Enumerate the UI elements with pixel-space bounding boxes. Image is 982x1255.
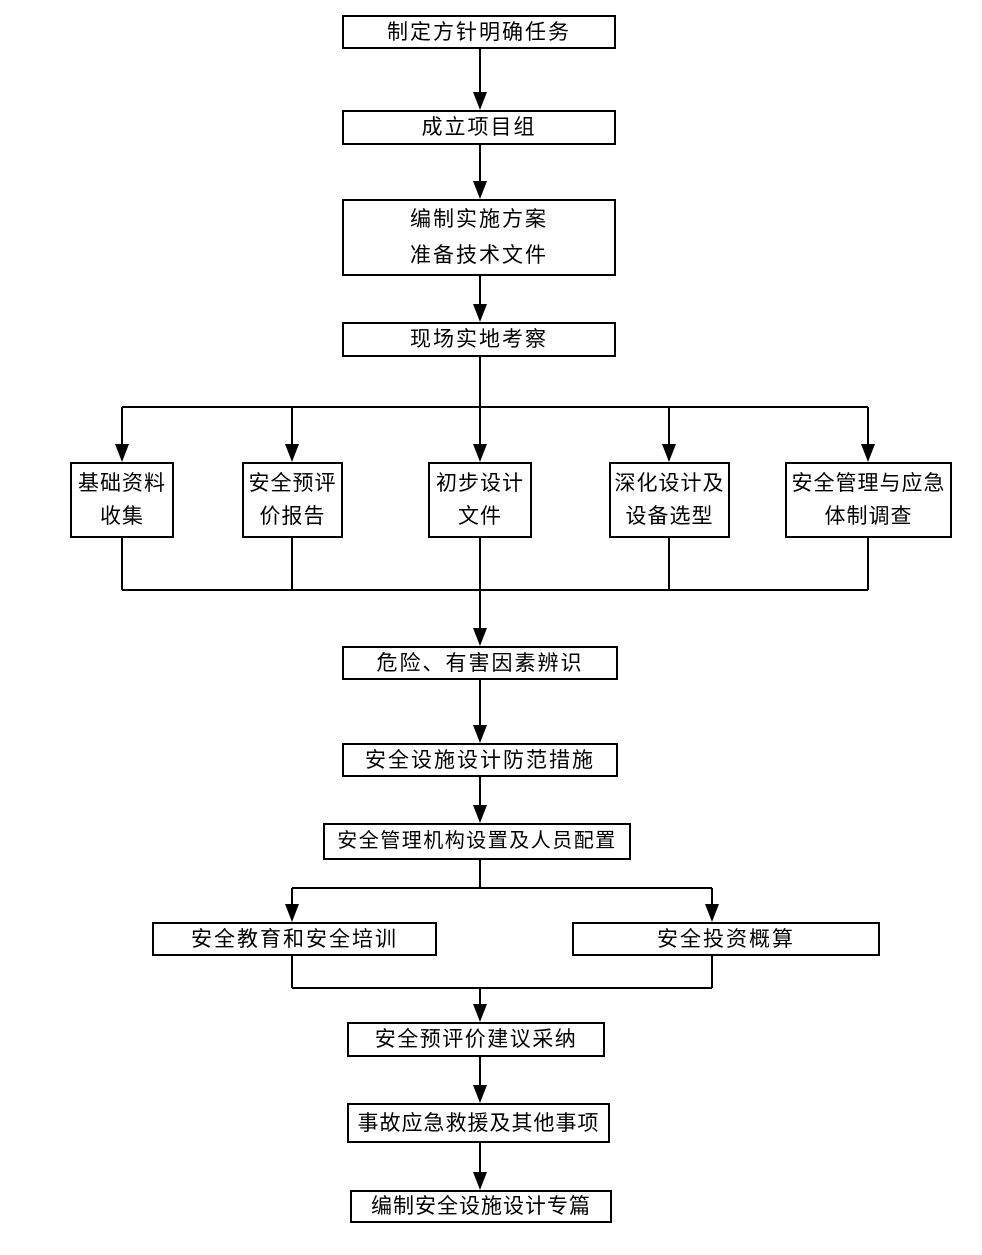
flow-node-preliminary-design-documents: 初步设计 文件: [428, 462, 532, 538]
node-label: 深化设计及: [614, 471, 725, 496]
arrow-n10-n11: [473, 680, 487, 743]
node-label: 体制调查: [824, 504, 913, 528]
arrow-n2-n3: [473, 145, 487, 199]
flow-node-site-investigation: 现场实地考察: [342, 322, 616, 357]
flow-node-prepare-plan-and-documents: 编制实施方案 准备技术文件: [342, 199, 616, 276]
node-label: 初步设计: [436, 471, 524, 496]
arrow-n3-n4: [473, 276, 487, 322]
arrow-split-n5: [115, 407, 129, 462]
flow-node-safety-pre-evaluation-report: 安全预评 价报告: [242, 462, 343, 538]
merge-bar-bottom: [291, 956, 713, 989]
merge-bar-mid: [121, 538, 869, 591]
flow-node-hazard-factor-identification: 危险、有害因素辨识: [342, 646, 618, 680]
arrow-split-n13: [285, 888, 299, 922]
node-label: 编制实施方案: [410, 206, 548, 231]
node-label: 准备技术文件: [410, 242, 548, 267]
arrow-n16-n17: [473, 1143, 487, 1190]
node-label: 安全教育和安全培训: [191, 926, 398, 951]
arrow-split-n8: [662, 407, 676, 462]
node-label: 成立项目组: [421, 115, 537, 140]
flow-node-basic-data-collection: 基础资料 收集: [70, 462, 174, 538]
node-label: 现场实地考察: [410, 327, 548, 352]
arrow-n11-n12: [473, 777, 487, 823]
node-label: 文件: [458, 504, 502, 528]
node-label: 事故应急救援及其他事项: [357, 1110, 600, 1135]
arrow-merge-n15: [473, 988, 487, 1022]
node-label: 编制安全设施设计专篇: [371, 1194, 591, 1219]
flow-node-establish-project-team: 成立项目组: [342, 110, 616, 145]
arrow-n1-n2: [473, 49, 487, 110]
flow-node-safety-education-training: 安全教育和安全培训: [152, 922, 437, 956]
arrow-split-n14: [705, 888, 719, 922]
flow-node-accident-emergency-rescue-other-matters: 事故应急救援及其他事项: [347, 1103, 610, 1143]
node-label: 安全管理机构设置及人员配置: [337, 830, 617, 852]
flow-node-safety-investment-estimate: 安全投资概算: [572, 922, 880, 956]
node-label: 安全管理与应急: [791, 471, 946, 496]
node-label: 安全预评价建议采纳: [374, 1027, 578, 1052]
flow-node-compile-safety-facility-design-special-chapter: 编制安全设施设计专篇: [350, 1190, 612, 1223]
arrow-split-n7: [473, 407, 487, 462]
flow-node-define-policy-tasks: 制定方针明确任务: [342, 15, 616, 49]
node-label: 制定方针明确任务: [387, 19, 571, 44]
node-label: 收集: [100, 504, 144, 528]
node-label: 安全预评: [248, 471, 337, 496]
arrow-n15-n16: [473, 1057, 487, 1103]
arrow-split-n9: [861, 407, 875, 462]
flow-node-pre-evaluation-suggestions-adopted: 安全预评价建议采纳: [347, 1022, 605, 1057]
arrow-merge-n10: [473, 590, 487, 646]
node-label: 危险、有害因素辨识: [376, 650, 584, 675]
node-label: 价报告: [259, 504, 326, 528]
branch-bar-bottom: [292, 860, 712, 889]
flow-node-safety-management-emergency-system-survey: 安全管理与应急 体制调查: [785, 462, 952, 538]
node-label: 基础资料: [78, 471, 166, 496]
flow-node-safety-facility-design-prevention-measures: 安全设施设计防范措施: [342, 743, 618, 777]
node-label: 设备选型: [625, 504, 714, 528]
node-label: 安全投资概算: [657, 926, 795, 951]
arrow-split-n6: [285, 407, 299, 462]
flow-node-detailed-design-equipment-selection: 深化设计及 设备选型: [609, 462, 730, 538]
flow-node-safety-org-setup-staffing: 安全管理机构设置及人员配置: [323, 823, 631, 860]
node-label: 安全设施设计防范措施: [365, 747, 595, 772]
branch-bar-top: [122, 357, 868, 408]
